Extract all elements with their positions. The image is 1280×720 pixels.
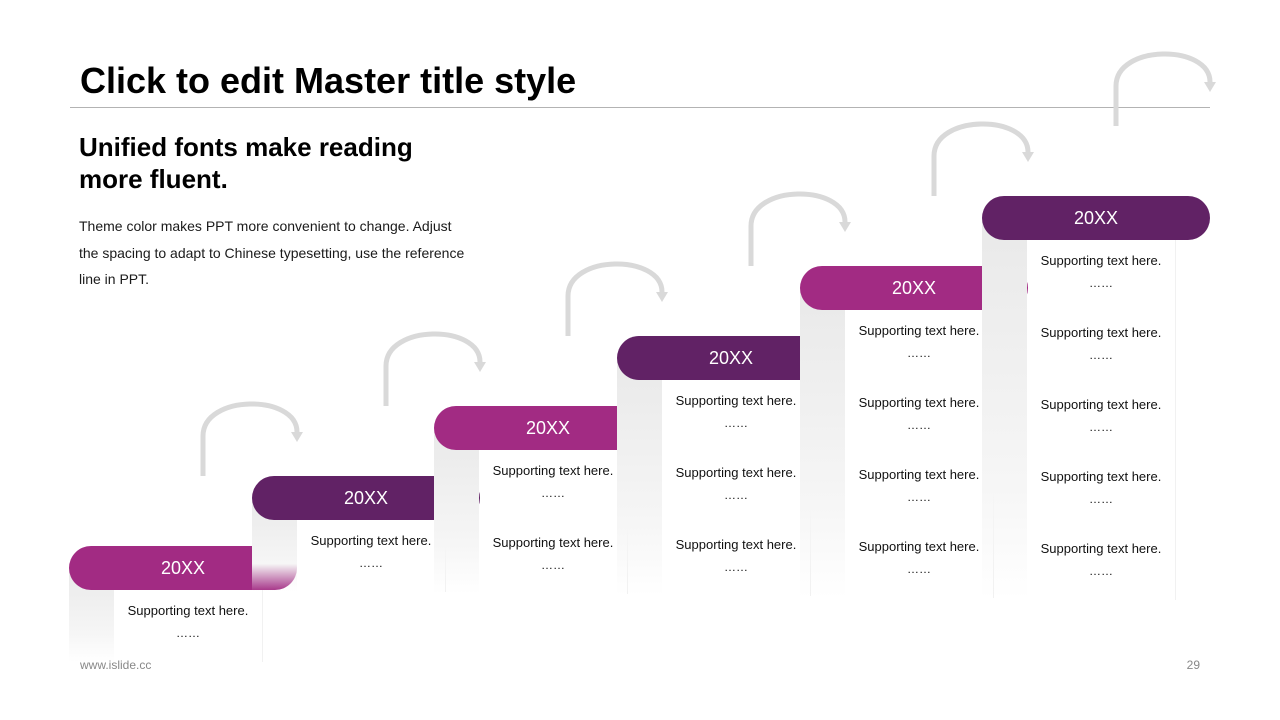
supporting-item: Supporting text here. ……: [845, 310, 993, 382]
supporting-item: Supporting text here. ……: [479, 450, 627, 522]
supporting-item: Supporting text here. ……: [1027, 240, 1175, 312]
year-pill: 20XX: [982, 196, 1210, 240]
supporting-item: Supporting text here. ……: [1027, 528, 1175, 600]
supporting-text: Supporting text here.: [675, 537, 797, 552]
supporting-text: Supporting text here.: [1040, 325, 1162, 340]
page-number: 29: [1186, 658, 1200, 672]
supporting-item: Supporting text here. ……: [662, 524, 810, 596]
ellipsis-text: ……: [541, 486, 565, 500]
curved-arrow-icon: [565, 261, 668, 336]
supporting-text: Supporting text here.: [1040, 469, 1162, 484]
footer-url: www.islide.cc: [80, 658, 152, 672]
supporting-text: Supporting text here.: [675, 465, 797, 480]
title-divider: [70, 107, 1210, 108]
ellipsis-text: ……: [907, 562, 931, 576]
intro-heading: Unified fonts make reading more fluent.: [79, 132, 413, 194]
step-text-column: Supporting text here. ……: [297, 520, 446, 592]
supporting-item: Supporting text here. ……: [114, 590, 262, 662]
ellipsis-text: ……: [907, 418, 931, 432]
ellipsis-text: ……: [359, 556, 383, 570]
step-text-column: Supporting text here. ……: [114, 590, 263, 662]
supporting-text: Supporting text here.: [858, 539, 980, 554]
curved-arrow-icon: [1113, 51, 1216, 126]
supporting-text: Supporting text here.: [127, 603, 249, 618]
ellipsis-text: ……: [1089, 348, 1113, 362]
step-shadow: [617, 358, 662, 596]
ellipsis-text: ……: [724, 488, 748, 502]
supporting-item: Supporting text here. ……: [662, 380, 810, 452]
ellipsis-text: ……: [1089, 492, 1113, 506]
slide-title: Click to edit Master title style: [80, 60, 577, 101]
supporting-text: Supporting text here.: [492, 535, 614, 550]
step-text-column: Supporting text here.……Supporting text h…: [845, 310, 994, 598]
curved-arrow-icon: [383, 331, 486, 406]
supporting-text: Supporting text here.: [1040, 397, 1162, 412]
ellipsis-text: ……: [1089, 276, 1113, 290]
ellipsis-text: ……: [541, 558, 565, 572]
ellipsis-text: ……: [176, 626, 200, 640]
supporting-item: Supporting text here. ……: [1027, 384, 1175, 456]
step-text-column: Supporting text here.……Supporting text h…: [662, 380, 811, 596]
supporting-text: Supporting text here.: [1040, 541, 1162, 556]
ellipsis-text: ……: [1089, 420, 1113, 434]
step-text-column: Supporting text here.……Supporting text h…: [1027, 240, 1176, 600]
supporting-item: Supporting text here. ……: [845, 526, 993, 598]
supporting-item: Supporting text here. ……: [1027, 456, 1175, 528]
step-shadow: [800, 288, 845, 598]
supporting-text: Supporting text here.: [675, 393, 797, 408]
ellipsis-text: ……: [724, 416, 748, 430]
supporting-text: Supporting text here.: [1040, 253, 1162, 268]
supporting-item: Supporting text here. ……: [845, 454, 993, 526]
ellipsis-text: ……: [724, 560, 748, 574]
supporting-text: Supporting text here.: [310, 533, 432, 548]
ellipsis-text: ……: [907, 490, 931, 504]
supporting-item: Supporting text here. ……: [662, 452, 810, 524]
curved-arrow-icon: [200, 401, 303, 476]
ellipsis-text: ……: [907, 346, 931, 360]
curved-arrow-icon: [931, 121, 1034, 196]
step-shadow: [434, 428, 479, 594]
step-text-column: Supporting text here.……Supporting text h…: [479, 450, 628, 594]
intro-body: Theme color makes PPT more convenient to…: [79, 218, 465, 287]
supporting-item: Supporting text here. ……: [845, 382, 993, 454]
supporting-item: Supporting text here. ……: [297, 520, 445, 592]
supporting-text: Supporting text here.: [858, 323, 980, 338]
supporting-item: Supporting text here. ……: [1027, 312, 1175, 384]
supporting-text: Supporting text here.: [858, 467, 980, 482]
ellipsis-text: ……: [1089, 564, 1113, 578]
supporting-text: Supporting text here.: [858, 395, 980, 410]
supporting-item: Supporting text here. ……: [479, 522, 627, 594]
step-shadow: [982, 218, 1027, 600]
curved-arrow-icon: [748, 191, 851, 266]
supporting-text: Supporting text here.: [492, 463, 614, 478]
